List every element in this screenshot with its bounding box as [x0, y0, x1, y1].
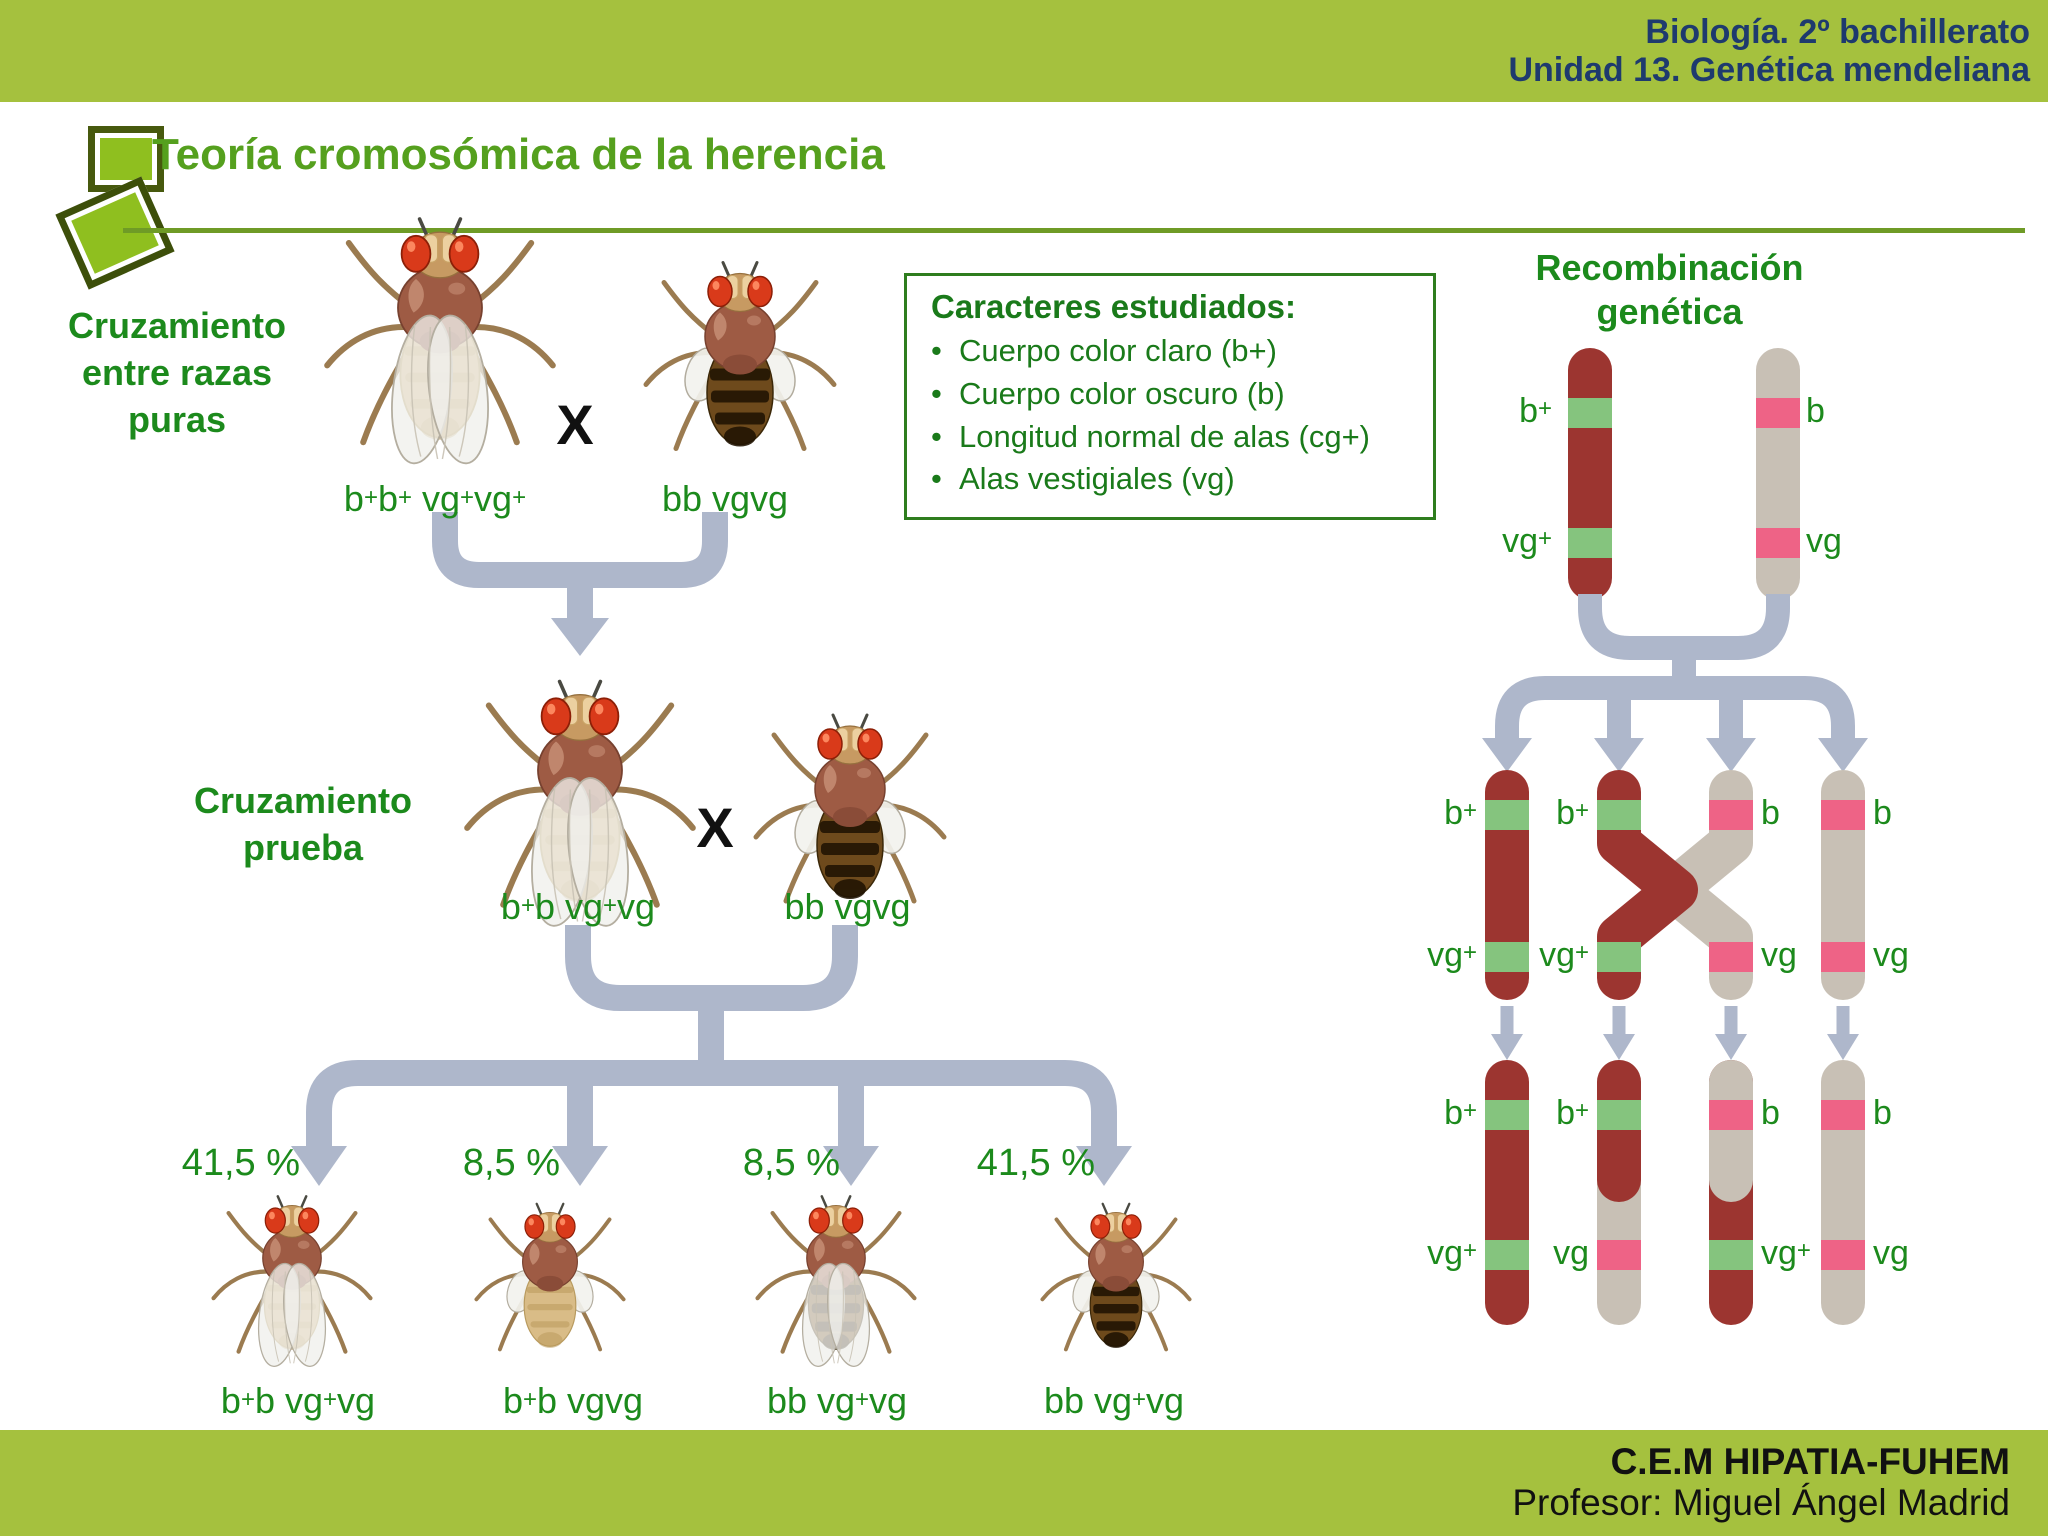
parent1-genotype: b+b+ vg+vg+	[343, 478, 527, 519]
fly-offspring3	[722, 1188, 950, 1380]
f1-genotype: b+b vg+vg	[500, 886, 656, 927]
offspring2-percent: 8,5 %	[462, 1142, 560, 1184]
title-underline	[123, 228, 2025, 233]
trait-item: •Cuerpo color claro (b+)	[931, 333, 1277, 368]
fly-f1	[460, 660, 700, 955]
footer-school: C.E.M HIPATIA-FUHEM	[1610, 1441, 2010, 1483]
allele-label: b+	[1444, 1094, 1477, 1132]
allele-label: vg+	[1502, 522, 1552, 560]
recombination-heading: Recombinación genética	[1535, 247, 1804, 332]
allele-label: b	[1761, 1094, 1780, 1132]
offspring1-percent: 41,5 %	[181, 1142, 300, 1184]
offspring2-genotype: b+b vgvg	[502, 1380, 644, 1421]
allele-label: vg+	[1761, 1234, 1811, 1272]
fly-tester	[750, 700, 950, 940]
fly-offspring1	[178, 1188, 406, 1380]
offspring4-percent: 41,5 %	[976, 1142, 1095, 1184]
allele-label: b+	[1556, 794, 1589, 832]
allele-label: b+	[1444, 794, 1477, 832]
parent2-genotype: bb vgvg	[661, 478, 789, 519]
allele-label: vg	[1553, 1234, 1589, 1272]
chromosome-row2-2-chiasma	[1597, 770, 1698, 1000]
allele-label: b	[1873, 1094, 1892, 1132]
cross1-label: Cruzamiento entre razas puras	[67, 305, 287, 440]
allele-label: vg	[1873, 936, 1909, 974]
allele-label: vg	[1873, 1234, 1909, 1272]
allele-label: b+	[1556, 1094, 1589, 1132]
fly-parent2	[640, 245, 840, 490]
allele-label: vg+	[1427, 936, 1477, 974]
allele-label: vg	[1761, 936, 1797, 974]
allele-label: vg+	[1539, 936, 1589, 974]
fly-offspring2	[452, 1196, 648, 1376]
allele-label: b	[1761, 794, 1780, 832]
trait-item: •Longitud normal de alas (cg+)	[931, 418, 1370, 454]
footer-teacher: Profesor: Miguel Ángel Madrid	[1512, 1482, 2010, 1523]
chromosome-row2-3-chiasma	[1652, 770, 1753, 1000]
trait-item: •Alas vestigiales (vg)	[931, 461, 1235, 497]
page-title: Teoría cromosómica de la herencia	[152, 130, 885, 179]
offspring3-percent: 8,5 %	[742, 1142, 840, 1184]
header-bar: Biología. 2º bachillerato Unidad 13. Gen…	[0, 0, 2048, 102]
cross1-x-symbol: X	[556, 393, 594, 456]
logo-square-bottom	[55, 176, 175, 290]
header-course: Biología. 2º bachillerato	[1645, 12, 2030, 51]
footer-bar: C.E.M HIPATIA-FUHEM Profesor: Miguel Áng…	[0, 1430, 2048, 1536]
traits-box-title: Caracteres estudiados:	[931, 288, 1296, 325]
allele-label: b+	[1519, 392, 1552, 430]
traits-box: Caracteres estudiados: •Cuerpo color cla…	[904, 273, 1436, 520]
offspring3-genotype: bb vg+vg	[766, 1380, 908, 1421]
arrow-to-f1	[551, 618, 609, 656]
cross2-label: Cruzamiento prueba	[193, 780, 413, 868]
fly-offspring4	[1018, 1196, 1214, 1376]
trait-item: •Cuerpo color oscuro (b)	[931, 375, 1285, 411]
allele-label: b	[1806, 392, 1825, 430]
allele-label: vg+	[1427, 1234, 1477, 1272]
allele-label: vg	[1806, 522, 1842, 560]
cross2-x-symbol: X	[696, 796, 734, 859]
offspring4-genotype: bb vg+vg	[1043, 1380, 1185, 1421]
allele-label: b	[1873, 794, 1892, 832]
tester-genotype: bb vgvg	[784, 886, 911, 927]
header-unit: Unidad 13. Genética mendeliana	[1508, 51, 2030, 89]
offspring1-genotype: b+b vg+vg	[220, 1380, 376, 1421]
fly-parent1	[320, 195, 560, 495]
logo-square-top	[88, 126, 164, 192]
